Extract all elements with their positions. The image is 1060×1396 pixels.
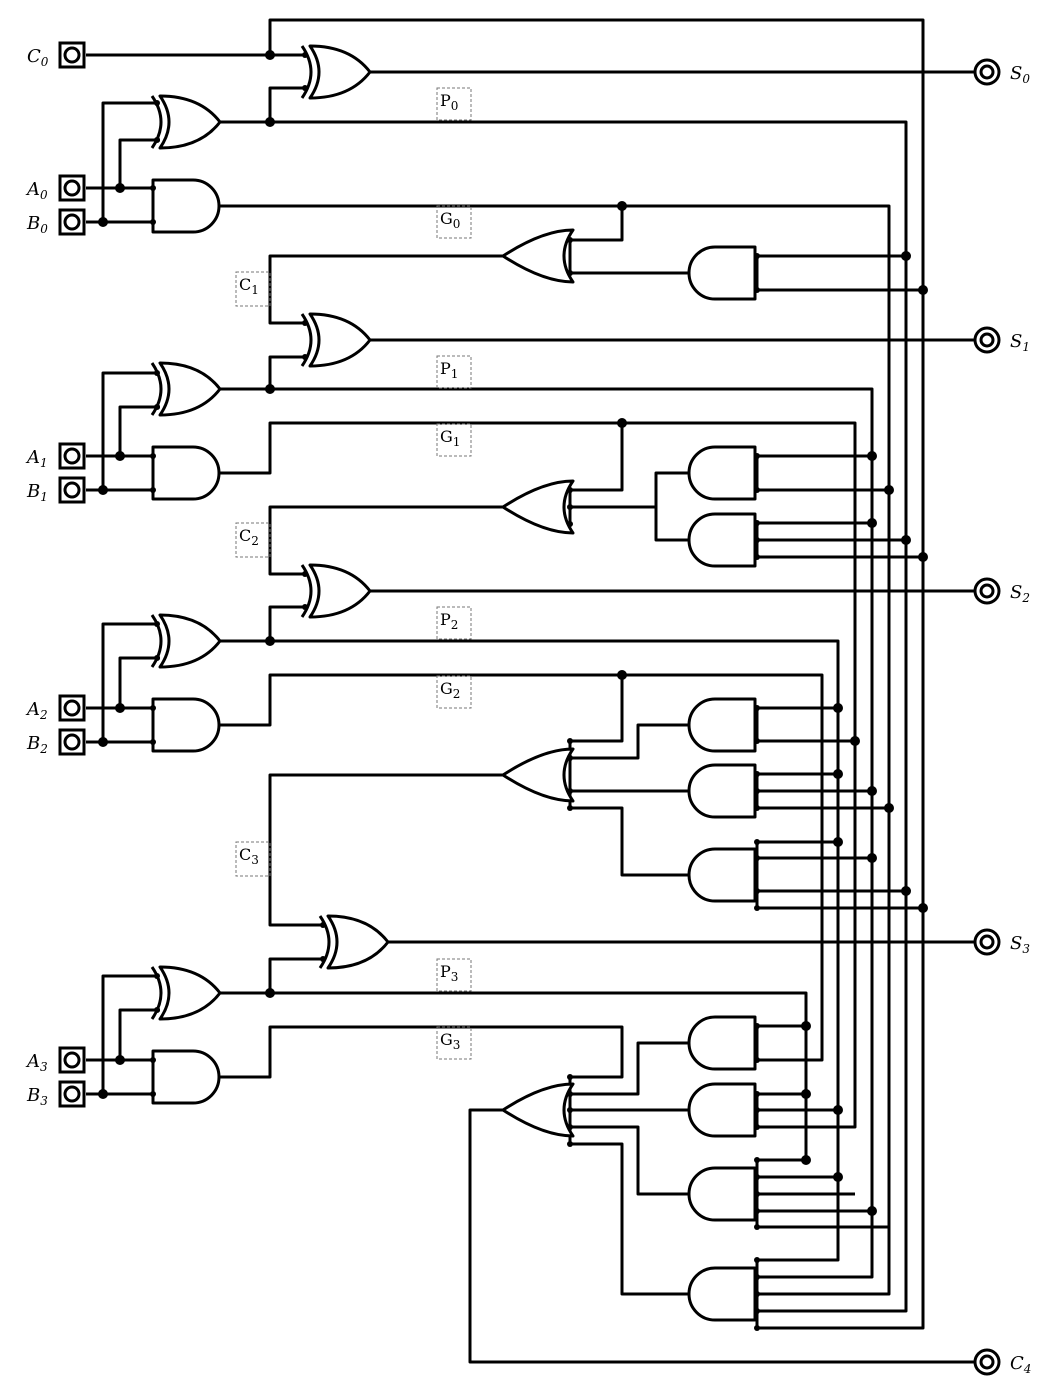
input-label-b2: B2 [26, 733, 48, 756]
svg-text:G2: G2 [440, 679, 460, 701]
svg-text:G3: G3 [440, 1030, 460, 1052]
output-pin-c4[interactable] [973, 1348, 1001, 1376]
and-gate-p0c0 [687, 245, 757, 301]
and-gate-p3p2p1g0 [687, 1166, 757, 1222]
input-label-c0: C0 [27, 46, 49, 69]
gate-pin-dots [150, 52, 760, 1331]
gates [150, 44, 757, 1322]
signal-label-p3: P3 [436, 958, 472, 992]
input-label-a0: A0 [25, 179, 48, 202]
svg-text:P0: P0 [440, 91, 458, 113]
or-gate-c2 [501, 479, 575, 535]
signal-label-p0: P0 [436, 87, 472, 121]
input-label-b3: B3 [26, 1085, 48, 1108]
input-label-a1: A1 [25, 447, 48, 470]
and-gate-g1 [151, 445, 221, 501]
svg-text:C2: C2 [239, 526, 259, 548]
svg-text:G0: G0 [440, 209, 460, 231]
and-gate-g0 [151, 178, 221, 234]
and-gate-p3g2 [687, 1015, 757, 1071]
svg-text:C3: C3 [239, 845, 259, 867]
xor-gate-p2 [150, 613, 222, 669]
input-label-a3: A3 [25, 1051, 48, 1074]
output-label-c4: C4 [1010, 1353, 1031, 1376]
and-gate-p3p2g1 [687, 1082, 757, 1138]
and-gate-p2p1p0c0 [687, 847, 757, 903]
signal-label-c3: C3 [235, 841, 271, 877]
input-pins [58, 41, 86, 1108]
input-pin-a2[interactable] [58, 694, 86, 722]
signal-label-p2: P2 [436, 606, 472, 640]
svg-text:P1: P1 [440, 359, 458, 381]
input-pin-b1[interactable] [58, 476, 86, 504]
input-pin-b3[interactable] [58, 1080, 86, 1108]
output-pin-s1[interactable] [973, 326, 1001, 354]
input-pin-a0[interactable] [58, 174, 86, 202]
signal-label-g2: G2 [436, 675, 472, 709]
svg-text:P3: P3 [440, 962, 458, 984]
pin-labels: C0 A0 B0 A1 B1 A2 B2 A3 B3 S0 S1 S2 S3 C… [25, 46, 1031, 1376]
signal-label-g1: G1 [436, 423, 472, 457]
output-label-s0: S0 [1010, 63, 1030, 86]
svg-text:P2: P2 [440, 610, 458, 632]
input-label-b1: B1 [26, 481, 48, 504]
xor-gate-s2 [300, 563, 372, 619]
output-label-s3: S3 [1010, 933, 1030, 956]
or-gate-c3 [501, 747, 575, 803]
xor-gate-p0 [150, 94, 222, 150]
and-gate-p3p2p1p0c0 [687, 1266, 757, 1322]
xor-gate-p3 [150, 965, 222, 1021]
output-pin-s3[interactable] [973, 928, 1001, 956]
or-gate-c1 [501, 228, 575, 284]
input-label-b0: B0 [26, 213, 48, 236]
svg-text:G1: G1 [440, 427, 460, 449]
output-pin-s0[interactable] [973, 58, 1001, 86]
output-pin-s2[interactable] [973, 577, 1001, 605]
signal-label-p1: P1 [436, 355, 472, 389]
output-pins [973, 58, 1001, 1376]
and-gate-p2p1g0 [687, 763, 757, 819]
input-pin-a3[interactable] [58, 1046, 86, 1074]
xor-gate-s0 [300, 44, 372, 100]
xor-gate-s3 [318, 914, 390, 970]
and-gate-g2 [151, 697, 221, 753]
output-label-s1: S1 [1010, 331, 1030, 354]
input-pin-a1[interactable] [58, 442, 86, 470]
input-pin-b2[interactable] [58, 728, 86, 756]
signal-label-g0: G0 [436, 205, 472, 239]
or-gate-c4 [501, 1082, 575, 1138]
wires [86, 18, 975, 1364]
xor-gate-s1 [300, 312, 372, 368]
junction-dots [98, 50, 928, 1216]
signal-label-c2: C2 [235, 522, 271, 558]
input-pin-c0[interactable] [58, 41, 86, 69]
and-gate-p2g1 [687, 697, 757, 753]
and-gate-g3 [151, 1049, 221, 1105]
and-gate-p1g0 [687, 445, 757, 501]
input-pin-b0[interactable] [58, 208, 86, 236]
xor-gate-p1 [150, 361, 222, 417]
signal-label-g3: G3 [436, 1026, 472, 1060]
input-label-a2: A2 [25, 699, 48, 722]
signal-label-c1: C1 [235, 271, 271, 307]
svg-text:C1: C1 [239, 275, 259, 297]
signal-labels: P0 G0 C1 P1 G1 C2 P2 G2 C3 P3 G3 [235, 87, 472, 1060]
and-gate-p1p0c0 [687, 512, 757, 568]
output-label-s2: S2 [1010, 582, 1030, 605]
